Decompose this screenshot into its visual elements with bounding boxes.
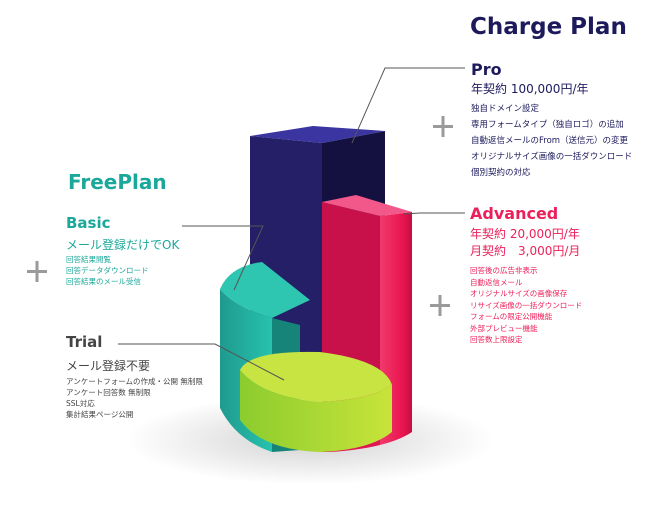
pro-plan-price: 年契約 100,000円/年 [471, 82, 589, 96]
trial-leader-line [118, 343, 285, 381]
trial-feature: SSL対応 [66, 399, 95, 408]
trial-feature-list: アンケートフォームの作成・公開 無制限 アンケート回答数 無制限 SSL対応 集… [66, 376, 203, 420]
advanced-plan-name: Advanced [470, 204, 559, 223]
advanced-price-year: 年契約 20,000円/年 [470, 227, 580, 241]
advanced-feature: リサイズ画像の一括ダウンロード [470, 300, 583, 310]
basic-leader-line [182, 225, 264, 291]
pro-feature: 自動返信メールのFrom（送信元）の変更 [471, 136, 629, 146]
trial-segment [240, 351, 392, 452]
basic-feature: 回答データダウンロード [66, 266, 149, 275]
leader-lines [118, 67, 465, 381]
trial-feature: アンケート回答数 無制限 [66, 388, 151, 397]
pro-plan-name: Pro [471, 60, 502, 79]
plus-icon-pro [433, 116, 453, 137]
advanced-feature: 回答数上限設定 [470, 335, 523, 344]
trial-feature: アンケートフォームの作成・公開 無制限 [66, 377, 203, 386]
basic-plan-price: メール登録だけでOK [66, 238, 180, 252]
pro-feature: 専用フォームタイプ（独自ロゴ）の追加 [471, 120, 624, 130]
advanced-leader-line [403, 212, 465, 215]
advanced-feature: 回答後の広告非表示 [470, 266, 538, 275]
free-plan-heading: FreePlan [68, 170, 167, 194]
pro-feature-list: 独自ドメイン設定 専用フォームタイプ（独自ロゴ）の追加 自動返信メールのFrom… [471, 101, 632, 181]
basic-feature: 回答結果のメール受信 [66, 277, 141, 286]
basic-plan-name: Basic [66, 214, 111, 232]
pro-feature: オリジナルサイズ画像の一括ダウンロード [471, 152, 633, 162]
pro-leader-line [351, 67, 465, 144]
advanced-feature: フォームの限定公開機能 [470, 312, 553, 321]
advanced-price-month: 月契約 3,000円/月 [470, 244, 581, 258]
charge-plan-heading: Charge Plan [470, 14, 627, 40]
pro-feature: 独自ドメイン設定 [471, 104, 540, 114]
advanced-feature: 外部プレビュー機能 [470, 323, 538, 333]
trial-plan-name: Trial [66, 333, 103, 351]
trial-plan-price: メール登録不要 [66, 359, 151, 373]
basic-feature: 回答結果閲覧 [66, 255, 111, 264]
plus-icon-advanced [430, 295, 450, 316]
advanced-feature-list: 回答後の広告非表示 自動返信メール オリジナルサイズの画像保存 リサイズ画像の一… [470, 265, 582, 346]
advanced-feature: オリジナルサイズの画像保存 [470, 289, 568, 298]
trial-feature: 集計結果ページ公開 [66, 410, 134, 419]
advanced-plan-price: 年契約 20,000円/年 月契約 3,000円/月 [470, 226, 580, 260]
plus-icon-basic [27, 261, 47, 282]
advanced-feature: 自動返信メール [470, 277, 523, 287]
pro-feature: 個別契約の対応 [471, 168, 531, 178]
basic-feature-list: 回答結果閲覧 回答データダウンロード 回答結果のメール受信 [66, 254, 149, 287]
